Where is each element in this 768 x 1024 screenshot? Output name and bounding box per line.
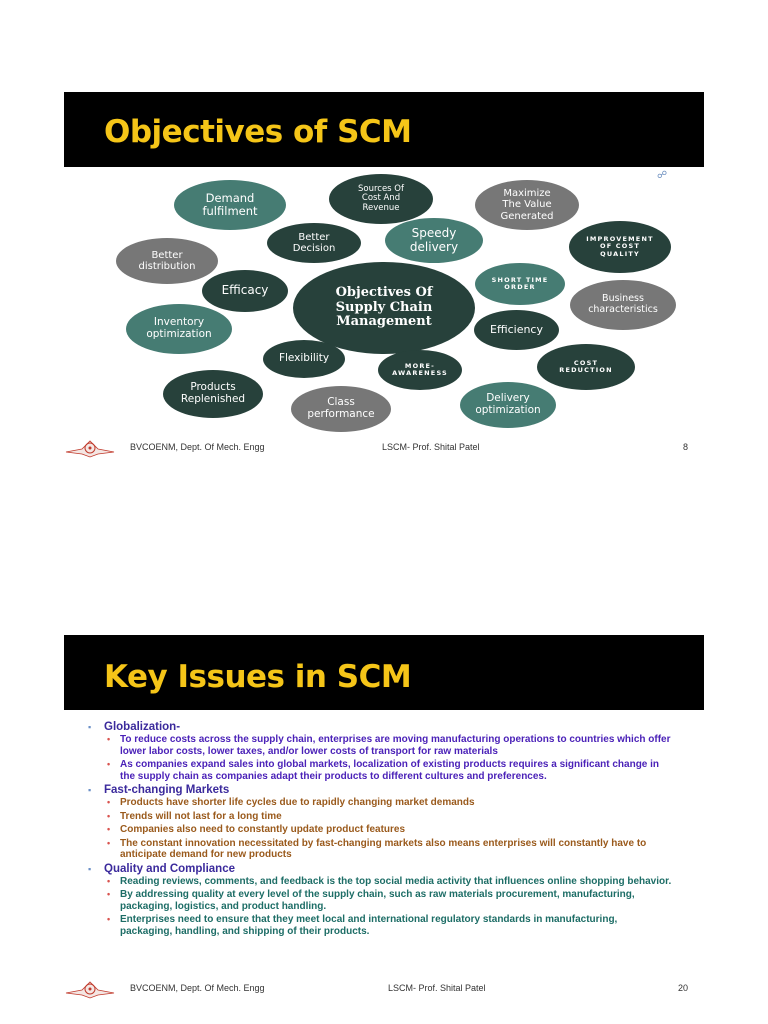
slide-title: Key Issues in SCM bbox=[104, 659, 412, 695]
footer: BVCOENM, Dept. Of Mech. Engg LSCM- Prof.… bbox=[64, 978, 688, 1000]
footer-institution: BVCOENM, Dept. Of Mech. Engg bbox=[130, 983, 265, 993]
college-logo-icon bbox=[65, 440, 115, 458]
bubble-sources-of-cost: Sources Of Cost And Revenue bbox=[329, 174, 433, 224]
bubble-class-performance: Class performance bbox=[291, 386, 391, 432]
dot-bullet-icon: • bbox=[107, 734, 111, 744]
page-number: 20 bbox=[677, 983, 688, 993]
list-item: •Enterprises need to ensure that they me… bbox=[107, 914, 618, 937]
square-bullet-icon: ▪ bbox=[88, 722, 92, 732]
bubble-speedy-delivery: Speedy delivery bbox=[385, 218, 483, 263]
section-heading: Quality and Compliance bbox=[104, 862, 235, 875]
footer-course: LSCM- Prof. Shital Patel bbox=[388, 983, 486, 993]
section-quality-compliance: ▪ Quality and Compliance •Reading reviews… bbox=[88, 862, 672, 938]
dot-bullet-icon: • bbox=[107, 889, 111, 899]
issues-content: ▪ Globalization- •To reduce costs across … bbox=[88, 721, 672, 939]
list-item: •The constant innovation necessitated by… bbox=[107, 837, 647, 861]
section-heading: Globalization- bbox=[104, 721, 181, 733]
list-item: •Trends will not last for a long time bbox=[107, 810, 282, 822]
bubble-products-replenished: Products Replenished bbox=[163, 370, 263, 418]
page-number: 8 bbox=[682, 442, 688, 452]
square-bullet-icon: ▪ bbox=[88, 863, 92, 874]
bubble-improvement-cost-quality: IMPROVEMENT OF COST QUALITY bbox=[569, 221, 671, 273]
college-logo-icon bbox=[65, 981, 115, 999]
center-bubble: Objectives Of Supply Chain Management bbox=[293, 262, 475, 354]
bubble-more-awareness: MORE- AWARENESS bbox=[378, 350, 462, 390]
bubble-short-time-order: SHORT TIME ORDER bbox=[475, 263, 565, 305]
bubble-maximize-value: Maximize The Value Generated bbox=[475, 180, 579, 230]
square-bullet-icon: ▪ bbox=[88, 785, 92, 795]
list-item: •As companies expand sales into global m… bbox=[107, 759, 660, 782]
bubble-better-distribution: Better distribution bbox=[116, 238, 218, 284]
bubble-demand-fulfilment: Demand fulfilment bbox=[174, 180, 286, 230]
bubble-better-decision: Better Decision bbox=[267, 223, 361, 263]
dot-bullet-icon: • bbox=[107, 797, 111, 807]
footer: BVCOENM, Dept. Of Mech. Engg LSCM- Prof.… bbox=[64, 437, 688, 459]
slide-title: Objectives of SCM bbox=[104, 114, 412, 150]
bubble-inventory-optimization: Inventory optimization bbox=[126, 304, 232, 354]
title-bar: Key Issues in SCM bbox=[64, 635, 704, 710]
title-bar: Objectives of SCM bbox=[64, 92, 704, 167]
list-item: •By addressing quality at every level of… bbox=[107, 889, 635, 912]
list-item: •To reduce costs across the supply chain… bbox=[107, 734, 671, 757]
section-fast-changing-markets: ▪ Fast-changing Markets •Products have sh… bbox=[88, 784, 672, 861]
list-item: •Reading reviews, comments, and feedback… bbox=[107, 875, 672, 887]
dot-bullet-icon: • bbox=[107, 875, 111, 886]
slide-objectives: Objectives of SCM ☍ Objectives Of Supply… bbox=[0, 0, 768, 470]
dot-bullet-icon: • bbox=[107, 824, 111, 834]
bubble-cost-reduction: COST REDUCTION bbox=[537, 344, 635, 390]
dot-bullet-icon: • bbox=[107, 914, 111, 924]
footer-institution: BVCOENM, Dept. Of Mech. Engg bbox=[130, 442, 265, 452]
dot-bullet-icon: • bbox=[107, 759, 111, 769]
dot-bullet-icon: • bbox=[107, 837, 111, 848]
dot-bullet-icon: • bbox=[107, 810, 111, 821]
bubble-flexibility: Flexibility bbox=[263, 340, 345, 378]
footer-course: LSCM- Prof. Shital Patel bbox=[382, 442, 480, 452]
bubble-efficacy: Efficacy bbox=[202, 270, 288, 312]
section-globalization: ▪ Globalization- •To reduce costs across … bbox=[88, 721, 672, 782]
list-item: •Products have shorter life cycles due t… bbox=[107, 797, 475, 808]
bubble-delivery-optimization: Delivery optimization bbox=[460, 382, 556, 428]
section-heading: Fast-changing Markets bbox=[104, 784, 230, 796]
list-item: •Companies also need to constantly updat… bbox=[107, 824, 406, 835]
bubble-business-characteristics: Business characteristics bbox=[570, 280, 676, 330]
link-icon[interactable]: ☍ bbox=[657, 170, 668, 181]
bubble-efficiency: Efficiency bbox=[474, 310, 559, 350]
